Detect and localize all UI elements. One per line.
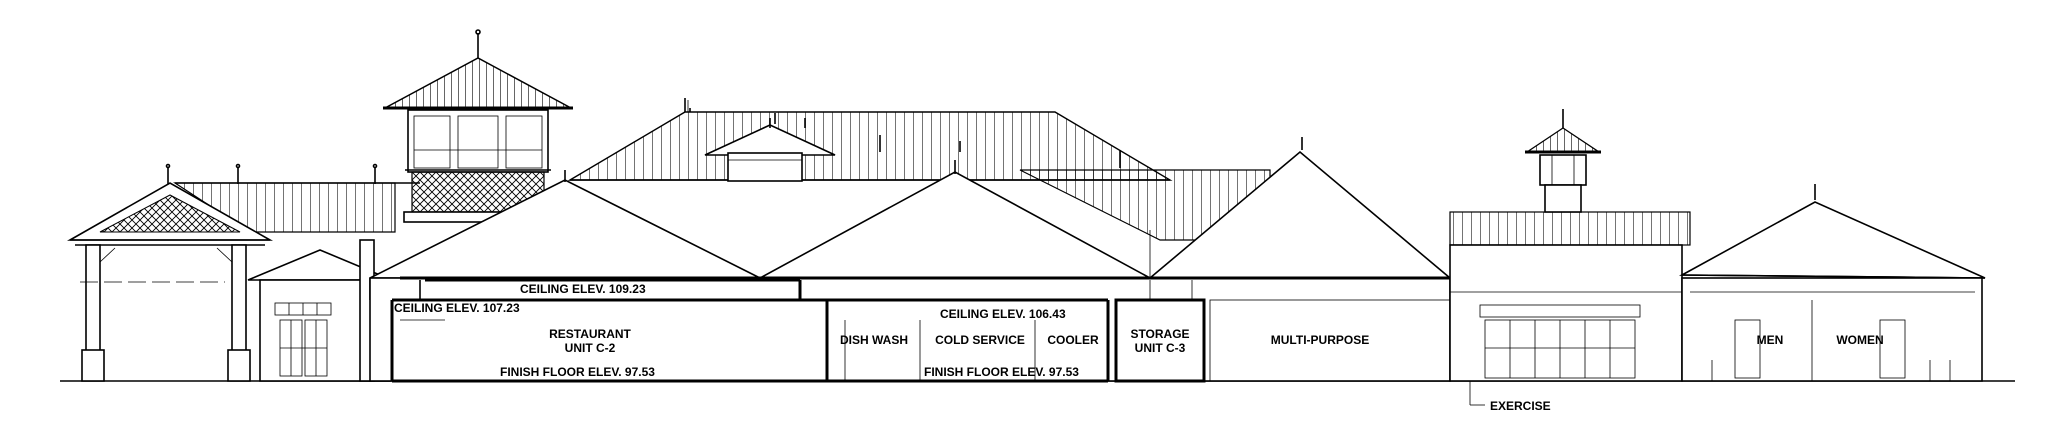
- ceiling-elev-106: CEILING ELEV. 106.43: [940, 307, 1066, 321]
- roof-finials: [165, 98, 1816, 200]
- restroom-wing: [1678, 201, 1986, 382]
- main-hip-roof: [567, 100, 1173, 181]
- storage-label: STORAGE: [1130, 327, 1189, 341]
- multi-purpose-label: MULTI-PURPOSE: [1271, 333, 1369, 347]
- ceiling-elev-107: CEILING ELEV. 107.23: [394, 301, 520, 315]
- left-porch: [66, 182, 274, 382]
- dish-wash-label: DISH WASH: [840, 333, 908, 347]
- finish-floor-right: FINISH FLOOR ELEV. 97.53: [924, 365, 1079, 379]
- main-wall: [369, 277, 1451, 382]
- roof-dormer: [704, 118, 836, 182]
- exercise-label: EXERCISE: [1490, 399, 1551, 413]
- small-cupola: [1524, 127, 1602, 213]
- exercise-wing: [1449, 211, 1691, 382]
- restaurant-label: RESTAURANT: [549, 327, 631, 341]
- annotations: CEILING ELEV. 109.23 CEILING ELEV. 107.2…: [394, 282, 1884, 413]
- storage-unit-label: UNIT C-3: [1135, 341, 1186, 355]
- cooler-label: COOLER: [1047, 333, 1099, 347]
- left-wing: [247, 239, 393, 382]
- cold-service-label: COLD SERVICE: [935, 333, 1025, 347]
- section-lines: [390, 276, 1485, 406]
- men-label: MEN: [1757, 333, 1784, 347]
- restaurant-unit-label: UNIT C-2: [565, 341, 616, 355]
- women-label: WOMEN: [1836, 333, 1883, 347]
- finish-floor-left: FINISH FLOOR ELEV. 97.53: [500, 365, 655, 379]
- ceiling-elev-109: CEILING ELEV. 109.23: [520, 282, 646, 296]
